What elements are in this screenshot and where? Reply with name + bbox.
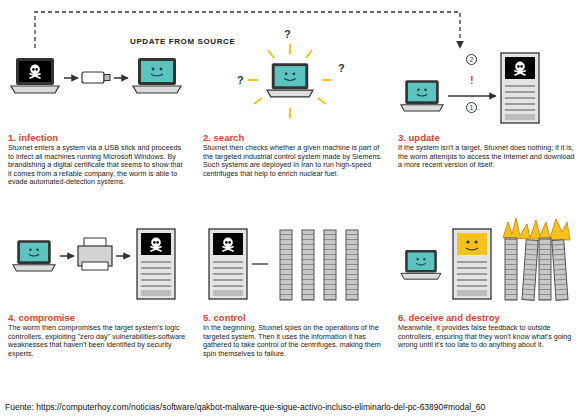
connector-label: UPDATE FROM SOURCE (128, 37, 237, 46)
step-text: 2. searchStuxnet then checks whether a g… (203, 132, 383, 178)
step-text: 1. infectionStuxnet enters a system via … (8, 132, 188, 187)
destroy-illustration (401, 218, 570, 300)
search-illustration (248, 44, 332, 118)
alert-mark: ! (470, 74, 474, 86)
update-illustration (401, 53, 539, 123)
update-step: 3. updateIf the system isn't a target, S… (398, 48, 576, 208)
step-description: Stuxnet enters a system via a USB stick … (8, 144, 188, 187)
step-description: The worm then compromises the target sys… (8, 324, 188, 358)
step-description: Meanwhile, it provides false feedback to… (398, 324, 576, 350)
step-heading: 6. deceive and destroy (398, 312, 576, 323)
update-connector (35, 12, 460, 48)
source-note: Fuente: https://computerhoy.com/noticias… (5, 402, 485, 412)
infection-illustration (11, 58, 181, 93)
step-text: 3. updateIf the system isn't a target, S… (398, 132, 576, 170)
step-description: If the system isn't a target, Stuxnet do… (398, 144, 576, 170)
step-heading: 1. infection (8, 132, 188, 143)
search-step: 2. searchStuxnet then checks whether a g… (203, 48, 383, 208)
control-illustration (209, 229, 358, 300)
step-heading: 2. search (203, 132, 383, 143)
step-text: 5. controlIn the beginning, Stuxnet spie… (203, 312, 383, 358)
step-description: Stuxnet then checks whether a given mach… (203, 144, 383, 178)
step-heading: 4. compromise (8, 312, 188, 323)
compromise-step: 4. compromiseThe worm then compromises t… (8, 222, 188, 392)
step-heading: 3. update (398, 132, 576, 143)
question-mark: ? (284, 28, 291, 40)
search-laptop (267, 63, 313, 97)
step-text: 4. compromiseThe worm then compromises t… (8, 312, 188, 358)
callout-number: 1 (466, 102, 477, 113)
step-heading: 5. control (203, 312, 383, 323)
compromise-illustration (13, 229, 175, 299)
question-mark: ? (338, 62, 345, 74)
question-mark: ? (237, 74, 244, 86)
infection-step: 1. infectionStuxnet enters a system via … (8, 48, 188, 208)
destroy-step: 6. deceive and destroyMeanwhile, it prov… (398, 222, 576, 392)
step-description: In the beginning, Stuxnet spies on the o… (203, 324, 383, 358)
callout-number: 2 (466, 54, 477, 65)
step-text: 6. deceive and destroyMeanwhile, it prov… (398, 312, 576, 350)
control-step: 5. controlIn the beginning, Stuxnet spie… (203, 222, 383, 392)
